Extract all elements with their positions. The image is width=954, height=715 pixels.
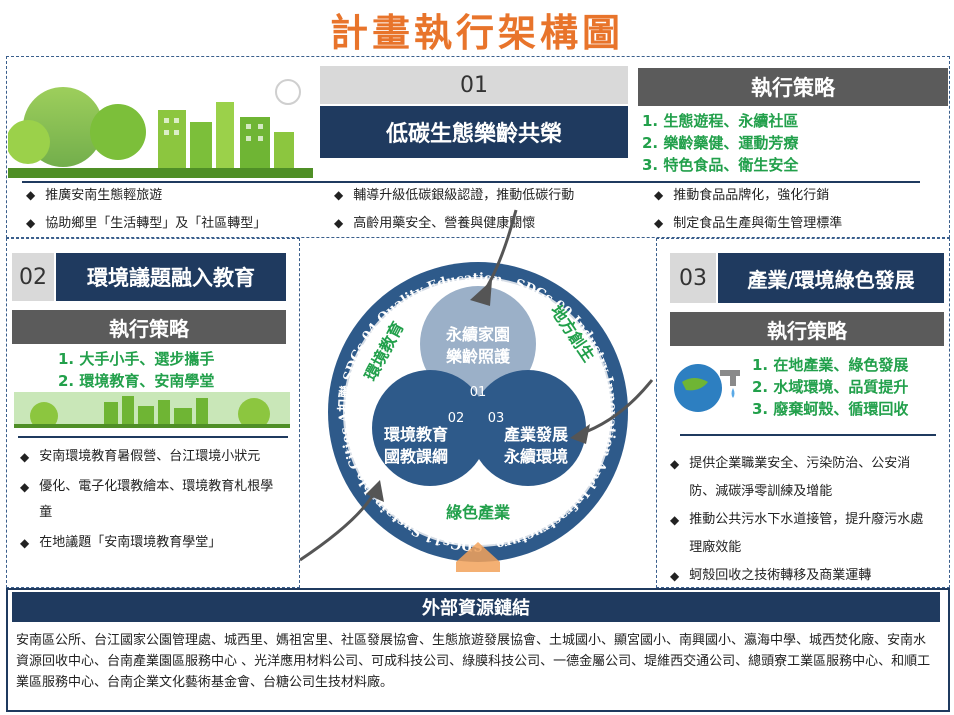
action-item: ◆ 在地議題「安南環境教育學堂」 (20, 530, 292, 556)
block-03-frame (656, 238, 950, 588)
block-02-title: 環境議題融入教育 (56, 253, 286, 301)
action-item: ◆輔導升級低碳銀級認證，推動低碳行動 (334, 188, 575, 203)
block-02-frame (6, 238, 300, 588)
circle-2-line-2: 國教課綱 (384, 447, 448, 466)
strategy-item: 1. 生態遊程、永續社區 (642, 112, 799, 130)
action-item: ◆ 蚵殼回收之技術轉移及商業運轉 (670, 562, 942, 590)
diamond-icon: ◆ (334, 188, 344, 202)
circle-3-line-1: 產業發展 (504, 425, 569, 444)
strategy-item: 2. 樂齡藥健、運動芳療 (642, 134, 799, 152)
strategy-item: 1. 在地產業、綠色發展 (752, 356, 909, 374)
circle-3 (470, 370, 586, 486)
diamond-icon: ◆ (20, 536, 30, 550)
strategy-item: 1. 大手小手、選步攜手 (58, 350, 215, 368)
action-item: ◆高齡用藥安全、營養與健康關懷 (334, 216, 536, 231)
diamond-icon: ◆ (20, 480, 30, 494)
strategy-item: 2. 水域環境、品質提升 (752, 378, 909, 396)
block-02-actions: ◆ 安南環境教育暑假營、台江環境小狀元 ◆ 優化、電子化環教繪本、環境教育札根學… (20, 444, 292, 556)
diamond-icon: ◆ (670, 569, 680, 583)
footer-text: 安南區公所、台江國家公園管理處、城西里、媽祖宮里、社區發展協會、生態旅遊發展協會… (16, 633, 931, 690)
footer-header: 外部資源鏈結 (12, 592, 940, 622)
city-banner-illustration (14, 392, 290, 428)
block-03-strategy-header: 執行策略 (670, 312, 944, 346)
action-item: ◆ 推動公共污水下水道接管，提升廢污水處理廠效能 (670, 506, 942, 562)
block-01-strategy-header: 執行策略 (638, 68, 948, 106)
divider (680, 434, 936, 436)
action-item: ◆ 優化、電子化環教繪本、環境教育札根學童 (20, 474, 292, 526)
strategy-item: 3. 廢棄蚵殼、循環回收 (752, 400, 909, 418)
action-item: ◆ 提供企業職業安全、污染防治、公安消防、減碳淨零訓練及增能 (670, 450, 942, 506)
strategy-item: 2. 環境教育、安南學堂 (58, 372, 215, 390)
action-item: ◆ 安南環境教育暑假營、台江環境小狀元 (20, 444, 292, 470)
action-item: ◆推動食品品牌化，強化行銷 (654, 188, 830, 203)
page-title: 計畫執行架構圖 (329, 11, 624, 55)
diamond-icon: ◆ (20, 450, 30, 464)
block-01-frame (6, 56, 950, 238)
diamond-icon: ◆ (334, 216, 344, 230)
block-01-strategies: 1. 生態遊程、永續社區 2. 樂齡藥健、運動芳療 3. 特色食品、衛生安全 (642, 110, 942, 176)
label-bottom: 綠色產業 (446, 503, 511, 522)
block-01-title: 低碳生態樂齡共榮 (320, 106, 628, 158)
circle-1-line-1: 永續家園 (445, 325, 510, 344)
circle-2-line-1: 環境教育 (384, 425, 448, 444)
action-item: ◆協助鄉里「生活轉型」及「社區轉型」 (26, 216, 267, 231)
diamond-icon: ◆ (670, 513, 680, 527)
strategy-item: 3. 特色食品、衛生安全 (642, 156, 799, 174)
action-item: ◆推廣安南生態輕旅遊 (26, 188, 163, 203)
circle-2 (372, 370, 488, 486)
action-item: ◆制定食品生產與衛生管理標準 (654, 216, 843, 231)
diamond-icon: ◆ (654, 188, 664, 202)
block-02-strategies: 1. 大手小手、選步攜手 2. 環境教育、安南學堂 (58, 348, 288, 392)
water-globe-illustration (674, 364, 740, 412)
circle-3-line-2: 永續環境 (503, 447, 568, 466)
block-03-actions: ◆ 提供企業職業安全、污染防治、公安消防、減碳淨零訓練及增能 ◆ 推動公共污水下… (670, 450, 942, 590)
block-02-number: 02 (12, 253, 54, 301)
block-01-number: 01 (320, 66, 628, 104)
circle-2-number: 02 (448, 411, 465, 426)
divider (22, 181, 920, 183)
block-03-number: 03 (670, 253, 716, 303)
central-circle-diagram: 扣聯 SDGs 04.Quality Education、SDGs 09.Ind… (306, 232, 628, 572)
block-03-strategies: 1. 在地產業、綠色發展 2. 水域環境、品質提升 3. 廢棄蚵殼、循環回收 (752, 354, 948, 420)
circle-1 (420, 286, 536, 402)
circle-3-number: 03 (488, 411, 505, 426)
diamond-icon: ◆ (654, 216, 664, 230)
up-arrow (456, 542, 500, 572)
divider (18, 436, 288, 438)
diamond-icon: ◆ (670, 457, 680, 471)
block-03-title: 產業/環境綠色發展 (718, 253, 944, 303)
circle-1-number: 01 (470, 385, 487, 400)
diamond-icon: ◆ (26, 188, 36, 202)
circle-1-line-2: 樂齡照護 (445, 347, 511, 366)
diamond-icon: ◆ (26, 216, 36, 230)
green-city-illustration (8, 79, 313, 178)
block-02-strategy-header: 執行策略 (12, 310, 286, 344)
